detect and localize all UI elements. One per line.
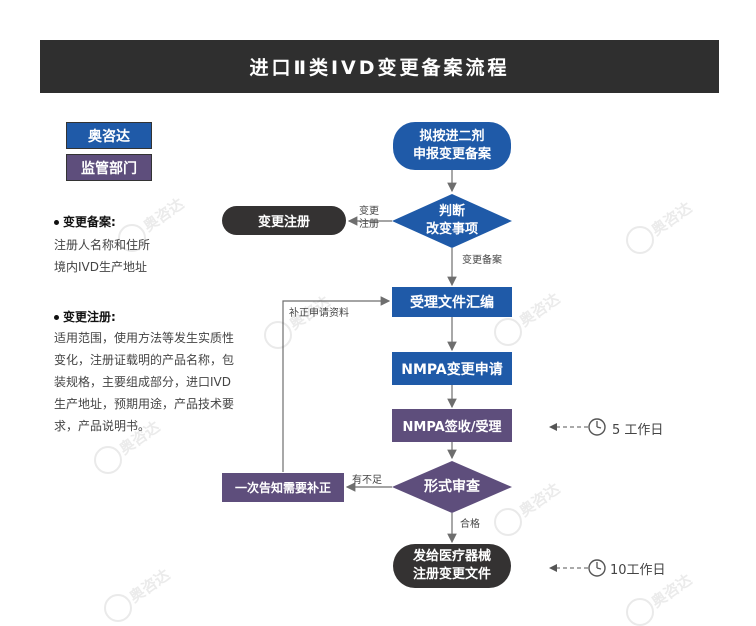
svg-text:奥咨达: 奥咨达 [516,290,563,331]
bullet-icon [54,220,59,225]
legend-company: 奥咨达 [66,122,152,149]
start-node: 拟按进二剂 申报变更备案 [393,122,511,170]
note-filing-line: 境内IVD生产地址 [54,260,147,274]
judge-line: 改变事项 [425,222,478,237]
note-filing: 变更备案: 注册人名称和住所 境内IVD生产地址 [54,213,150,278]
notify-node: 一次告知需要补正 [222,473,344,502]
formal-review-node: 形式审查 [424,479,480,495]
change-registration-node: 变更注册 [222,206,346,235]
note-filing-heading: 变更备案: [63,215,116,229]
judge-node: 判断 改变事项 [392,194,512,248]
note-registration-line: 适用范围，使用方法等发生实质性 [54,331,235,345]
svg-text:奥咨达: 奥咨达 [140,195,187,236]
collect-node: 受理文件汇编 [392,287,512,317]
review-diamond [392,461,512,513]
edge-label-registration: 变更 注册 [354,205,384,231]
watermark-logo [94,224,654,626]
issue-line: 注册变更文件 [412,567,491,582]
clock-icon [588,418,606,436]
note-registration-heading: 变更注册: [63,310,116,324]
svg-text:奥咨达: 奥咨达 [116,418,163,459]
svg-text:奥咨达: 奥咨达 [516,480,563,521]
issue-node: 发给医疗器械 注册变更文件 [393,544,511,588]
note-registration: 变更注册: 适用范围，使用方法等发生实质性 变化，注册证载明的产品名称，包 装规… [54,308,234,437]
clock-icon [588,559,606,577]
legend-regulator: 监管部门 [66,154,152,181]
nmpa-apply-node: NMPA变更申请 [392,352,512,385]
issue-line: 发给医疗器械 [412,549,491,564]
note-registration-line: 装规格，主要组成部分，进口IVD [54,375,231,389]
edge-label-pass: 合格 [460,519,480,530]
svg-text:奥咨达: 奥咨达 [126,566,173,607]
nmpa-accept-node: NMPA签收/受理 [392,409,512,442]
svg-text:奥咨达: 奥咨达 [648,199,695,240]
edge-label-line: 注册 [359,219,379,230]
accept-days-label: 5 工作日 [612,423,664,438]
edge-label-filing: 变更备案 [462,255,502,266]
note-filing-line: 注册人名称和住所 [54,238,151,252]
note-registration-line: 变化，注册证载明的产品名称，包 [54,353,235,367]
page-title: 进口Ⅱ类IVD变更备案流程 [40,40,719,93]
start-line: 拟按进二剂 [419,129,485,144]
edge-label-supplement: 补正申请资料 [289,308,349,319]
judge-line: 判断 [438,204,465,219]
bullet-icon [54,315,59,320]
judge-diamond [392,194,512,248]
note-registration-line: 求，产品说明书。 [54,419,151,433]
edge-label-insufficient: 有不足 [352,475,382,486]
start-line: 申报变更备案 [412,147,491,162]
edge-label-line: 变更 [359,206,379,217]
note-registration-line: 生产地址，预期用途，产品技术要 [54,397,235,411]
issue-days-label: 10工作日 [610,563,666,578]
